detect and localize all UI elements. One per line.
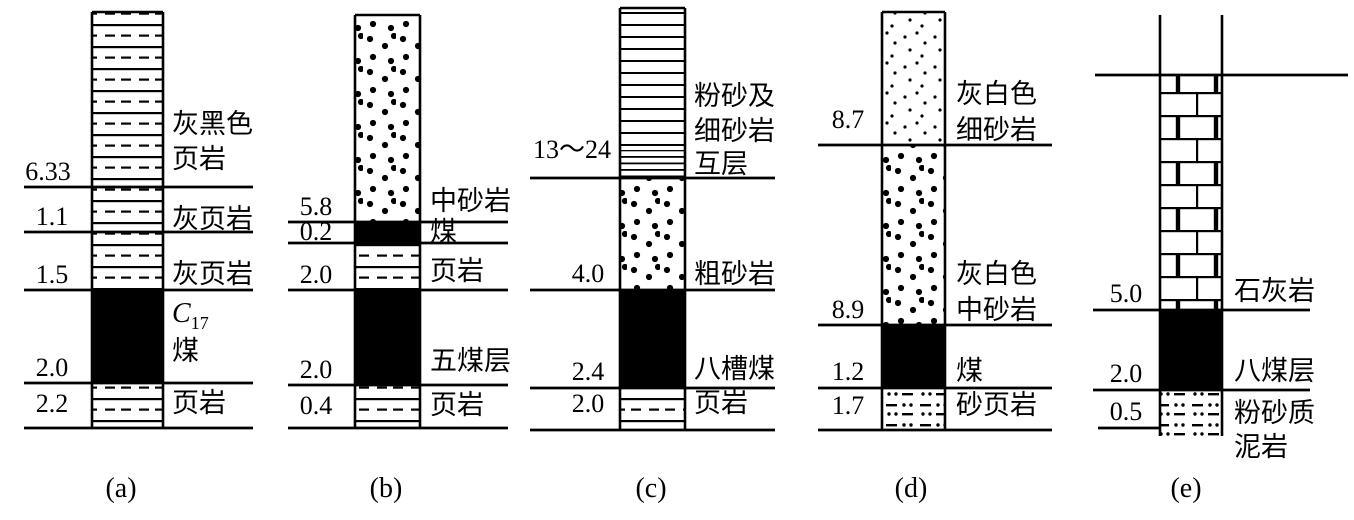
rock-name-label: 八煤层 — [1234, 356, 1315, 387]
thickness-label: 5.0 — [1110, 279, 1143, 308]
layer-rect-sandstone — [620, 178, 685, 290]
thickness-label: 5.8 — [300, 192, 333, 221]
thickness-label: 1.7 — [832, 391, 865, 420]
rock-name-label: 页岩 — [172, 144, 226, 175]
rock-name-label: 灰页岩 — [172, 259, 253, 290]
thickness-label: 2.0 — [300, 260, 333, 289]
layer-rect-shale — [355, 243, 420, 290]
rock-name-label: 煤 — [430, 217, 457, 248]
column-b: 5.8 0.2 2.0 2.0 0.4 中砂岩 煤 页岩 五煤层 页岩 (b) — [288, 13, 511, 504]
layer-rect-shale — [355, 385, 420, 428]
coal-seam-code-letter: C — [172, 298, 191, 329]
rock-name-label: 五煤层 — [430, 346, 511, 377]
layer-rect-sandstone — [882, 145, 945, 325]
column-caption: (a) — [105, 473, 136, 504]
rock-name-label: 页岩 — [172, 388, 226, 419]
layer-rect-coal — [1160, 310, 1222, 390]
column-caption: (d) — [895, 473, 928, 504]
rock-name-label: 粉砂质 — [1234, 398, 1315, 429]
rock-name-label: 泥岩 — [1234, 432, 1288, 463]
thickness-label: 0.2 — [300, 217, 333, 246]
thickness-label: 4.0 — [572, 259, 605, 288]
layer-rect-coal — [882, 325, 945, 388]
rock-name-label: 灰白色 — [956, 259, 1037, 290]
thickness-label: 0.5 — [1110, 397, 1143, 426]
rock-name-label: 煤 — [172, 336, 199, 367]
column-caption: (c) — [635, 473, 666, 504]
column-caption: (b) — [370, 473, 403, 504]
thickness-label: 2.2 — [36, 389, 69, 418]
layer-rect-silty-mudstone — [1160, 390, 1222, 436]
layer-rect-coal — [355, 222, 420, 243]
layer-rect-shale — [92, 12, 163, 187]
rock-name-label: 页岩 — [430, 256, 484, 287]
thickness-label: 2.4 — [572, 357, 605, 386]
layer-rect-shale — [92, 383, 163, 428]
rock-name-label: 页岩 — [430, 390, 484, 421]
layer-rect-shale — [92, 232, 163, 290]
rock-name-label: 细砂岩 — [694, 116, 775, 147]
rock-name-label: 灰页岩 — [172, 204, 253, 235]
rock-name-label: 页岩 — [694, 388, 748, 419]
column-e: 5.0 2.0 0.5 石灰岩 八煤层 粉砂质 泥岩 (e) — [1093, 15, 1348, 504]
thickness-label: 13～24 — [533, 135, 611, 164]
layer-rect-siltstone-interbed — [620, 8, 685, 150]
thickness-label: 8.9 — [832, 295, 865, 324]
coal-seam-code-subscript: 17 — [191, 313, 209, 333]
thickness-label: 2.0 — [572, 389, 605, 418]
thickness-label: 2.0 — [300, 355, 333, 384]
layer-rect-coal — [355, 290, 420, 385]
layer-rect-sandstone — [355, 15, 420, 222]
rock-name-label: 煤 — [956, 356, 983, 387]
rock-name-label: 八槽煤 — [694, 354, 775, 385]
column-d: 8.7 8.9 1.2 1.7 灰白色 细砂岩 灰白色 中砂岩 煤 砂页岩 (d… — [818, 10, 1052, 504]
rock-name-label: 砂页岩 — [956, 390, 1037, 421]
thickness-label: 1.5 — [36, 260, 69, 289]
column-c: 13～24 4.0 2.4 2.0 粉砂及 细砂岩 互层 粗砂岩 八槽煤 页岩 … — [530, 6, 775, 504]
rock-name-label: 灰黑色 — [172, 109, 253, 140]
layer-rect-fine-sandstone — [882, 12, 945, 145]
rock-name-label: 粉砂及 — [694, 81, 775, 112]
thickness-label: 1.1 — [36, 202, 69, 231]
rock-name-label: 灰白色 — [956, 79, 1037, 110]
thickness-label: 8.7 — [832, 105, 865, 134]
rock-name-label: 中砂岩 — [430, 186, 511, 217]
thickness-label: 0.4 — [300, 391, 333, 420]
rock-name-label: 细砂岩 — [956, 115, 1037, 146]
layer-rect-sandy-shale — [882, 388, 945, 430]
thickness-label: 1.2 — [832, 357, 865, 386]
thickness-label: 2.0 — [1110, 359, 1143, 388]
column-a: 6.33 1.1 1.5 2.0 2.2 灰黑色 页岩 灰页岩 灰页岩 C17 … — [24, 10, 253, 504]
rock-name-label: 粗砂岩 — [694, 259, 775, 290]
thickness-label: 6.33 — [25, 157, 71, 186]
thickness-label: 2.0 — [36, 353, 69, 382]
coal-seam-code: C17 — [172, 298, 209, 333]
rock-name-label: 互层 — [694, 149, 748, 180]
column-caption: (e) — [1170, 473, 1201, 504]
layer-rect-shale — [92, 187, 163, 232]
layer-rect-coal — [620, 290, 685, 388]
layer-rect-limestone — [1160, 75, 1222, 310]
rock-name-label: 石灰岩 — [1234, 276, 1315, 307]
rock-name-label: 中砂岩 — [956, 295, 1037, 326]
layer-rect-shale — [620, 388, 685, 430]
layer-rect-coal — [92, 290, 163, 383]
layer-rect-siltstone-interbed-dense — [620, 150, 685, 178]
